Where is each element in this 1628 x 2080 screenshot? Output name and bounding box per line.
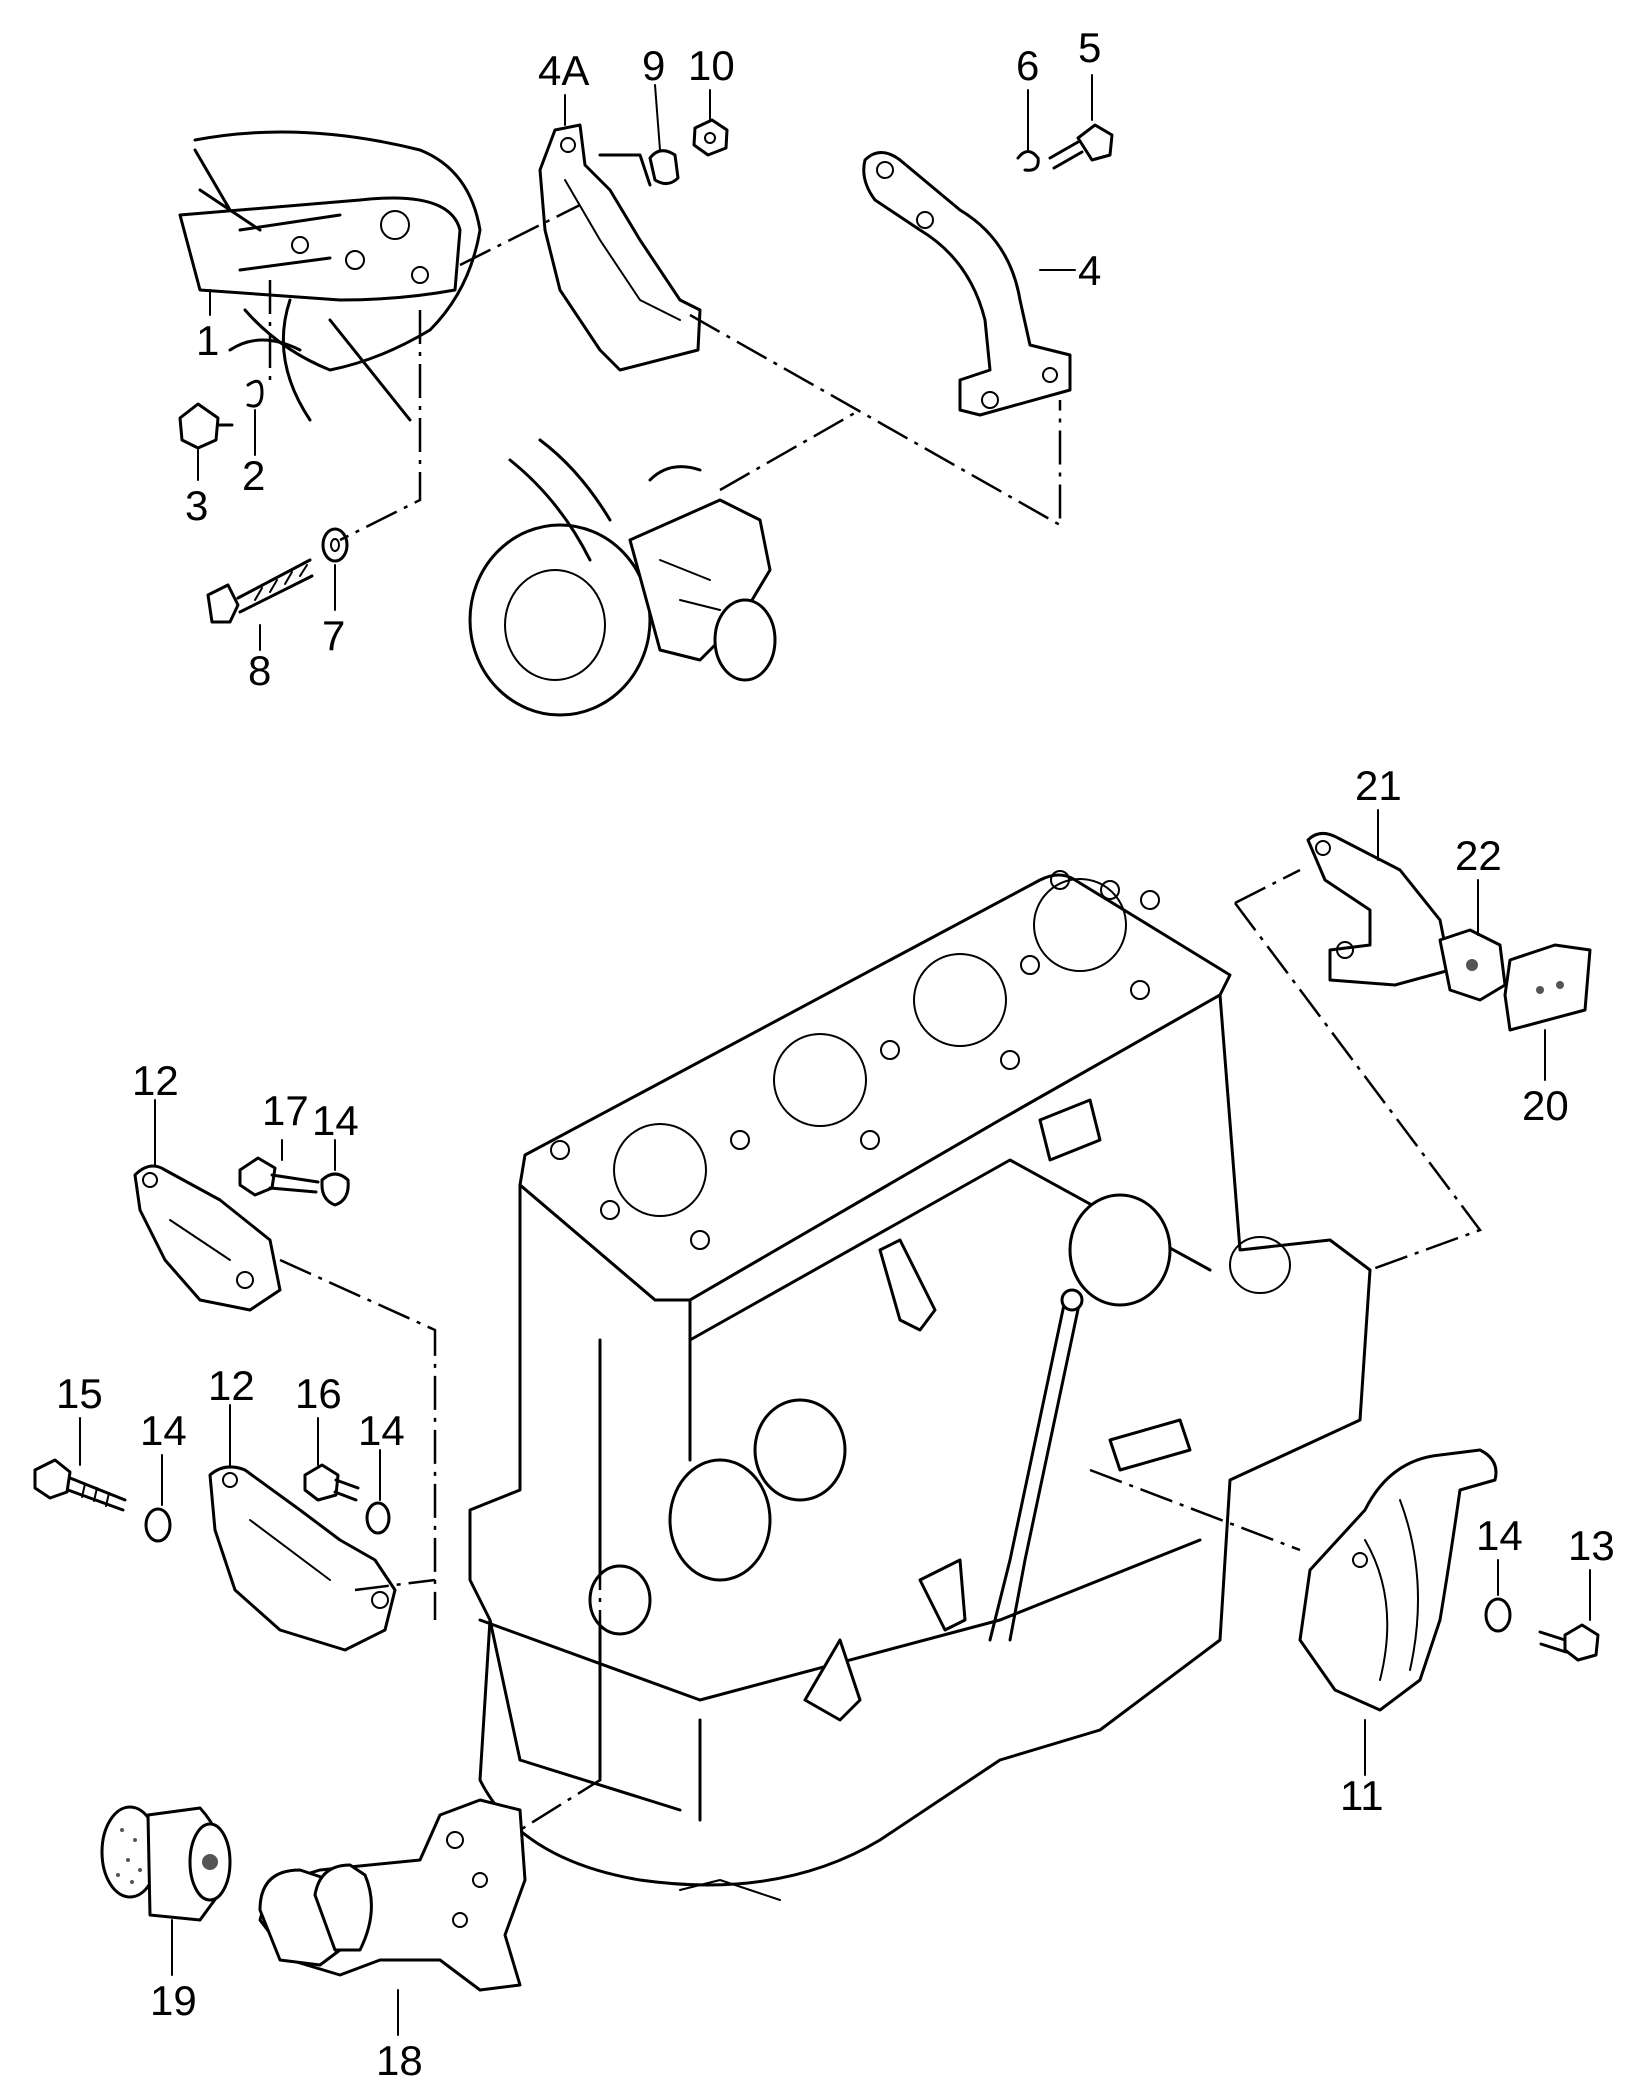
callout-22: 22 bbox=[1455, 832, 1502, 879]
washer-7 bbox=[321, 527, 349, 563]
guide-line-top-2 bbox=[689, 313, 1062, 528]
callout-4: 4 bbox=[1078, 247, 1101, 294]
lock-washer-6 bbox=[1016, 150, 1040, 172]
guide-line-top-1 bbox=[459, 203, 581, 267]
leader-lines bbox=[79, 74, 1591, 2036]
bracket-4a bbox=[538, 123, 702, 372]
callout-20: 20 bbox=[1522, 1082, 1569, 1129]
callout-19: 19 bbox=[150, 1977, 197, 2024]
washer-14b bbox=[144, 1507, 172, 1543]
callout-11: 11 bbox=[1340, 1772, 1384, 1819]
callout-14-a: 14 bbox=[312, 1097, 359, 1144]
guide-line-top-3 bbox=[719, 408, 861, 492]
buffer-22 bbox=[1438, 928, 1507, 1002]
callout-15: 15 bbox=[56, 1370, 103, 1417]
callout-5: 5 bbox=[1078, 24, 1101, 71]
clip-9 bbox=[648, 149, 680, 185]
guide-line-3 bbox=[519, 1340, 602, 1832]
bolt-17 bbox=[238, 1156, 320, 1197]
callout-7: 7 bbox=[322, 612, 345, 659]
washer-14d bbox=[1484, 1597, 1512, 1633]
guide-line-6 bbox=[1234, 868, 1301, 905]
buffer-19 bbox=[100, 1805, 232, 1922]
bolt-3 bbox=[178, 402, 234, 450]
bracket-4 bbox=[862, 151, 1072, 417]
callout-2: 2 bbox=[242, 452, 265, 499]
callout-16: 16 bbox=[295, 1370, 342, 1417]
bolt-13 bbox=[1538, 1623, 1600, 1662]
engine-block bbox=[468, 870, 1372, 1901]
callout-14-b: 14 bbox=[140, 1407, 187, 1454]
bracket-18 bbox=[258, 1798, 527, 1992]
washer-14c bbox=[365, 1501, 391, 1535]
callout-1: 1 bbox=[196, 317, 219, 364]
callout-labels: 1 2 3 4 4A 5 6 7 8 9 10 11 12 12 13 14 1… bbox=[56, 24, 1615, 2080]
guide-line-5 bbox=[1089, 1468, 1301, 1552]
callout-9: 9 bbox=[642, 42, 665, 89]
callout-4a: 4A bbox=[538, 47, 589, 94]
mount-11 bbox=[1298, 1448, 1498, 1712]
guide-line-1 bbox=[279, 1258, 437, 1620]
callout-13: 13 bbox=[1568, 1522, 1615, 1569]
callout-10: 10 bbox=[688, 42, 735, 89]
mount-21 bbox=[1306, 832, 1452, 987]
callout-6: 6 bbox=[1016, 42, 1039, 89]
plate-20 bbox=[1503, 943, 1592, 1032]
bolt-8 bbox=[206, 558, 314, 624]
water-pump bbox=[468, 438, 777, 717]
nut-10 bbox=[692, 118, 729, 157]
callout-12-lower: 12 bbox=[208, 1362, 255, 1409]
engine-front-plate bbox=[178, 130, 482, 422]
callout-14-d: 14 bbox=[1476, 1512, 1523, 1559]
callout-21: 21 bbox=[1355, 762, 1402, 809]
gasket-holes bbox=[550, 870, 1160, 1250]
callout-18: 18 bbox=[376, 2037, 423, 2080]
lock-washer-2 bbox=[246, 379, 264, 408]
bolt-5 bbox=[1048, 123, 1114, 170]
callout-17: 17 bbox=[262, 1087, 309, 1134]
callout-14-c: 14 bbox=[358, 1407, 405, 1454]
guide-line-top-4 bbox=[339, 310, 422, 542]
bolt-15 bbox=[33, 1458, 127, 1512]
callout-3: 3 bbox=[185, 482, 208, 529]
bracket-12-lower bbox=[208, 1465, 397, 1652]
lock-washer-14a bbox=[320, 1172, 350, 1207]
bracket-12-upper bbox=[133, 1164, 282, 1312]
bolt-16 bbox=[303, 1463, 360, 1502]
callout-8: 8 bbox=[248, 647, 271, 694]
callout-12-upper: 12 bbox=[132, 1057, 179, 1104]
guide-line-2 bbox=[354, 1578, 436, 1592]
guide-line-4 bbox=[1233, 902, 1483, 1272]
